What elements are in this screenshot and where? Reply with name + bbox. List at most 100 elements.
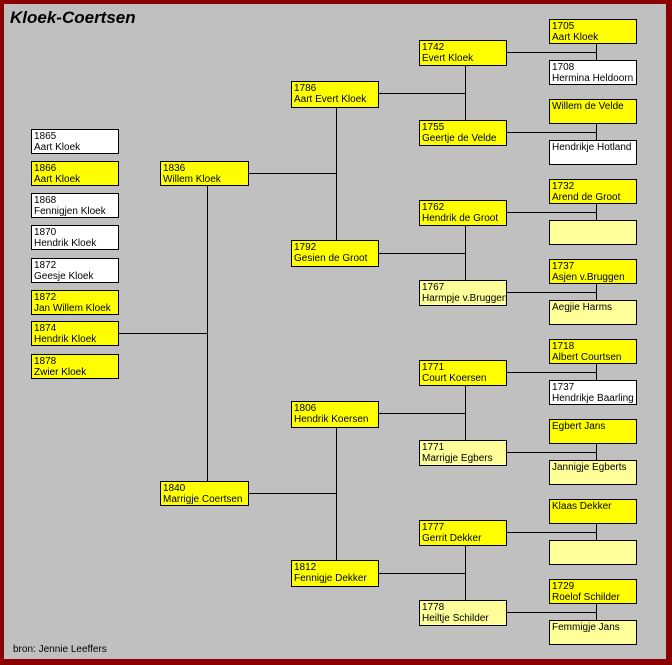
person-name: Hendrik Koersen (294, 414, 369, 425)
person-name: Geertje de Velde (422, 133, 497, 144)
person-year: 1872 (34, 292, 57, 303)
person-year: 1737 (552, 382, 575, 393)
person-year: 1778 (422, 602, 445, 613)
person-name: Jan Willem Kloek (34, 303, 111, 314)
person-name: Heiltje Schilder (422, 613, 489, 624)
person-year: 1729 (552, 581, 575, 592)
person-name: Albert Courtsen (552, 352, 622, 363)
person-name: Zwier Kloek (34, 367, 87, 378)
person-name: Hendrik de Groot (422, 213, 499, 224)
person-year: 1718 (552, 341, 575, 352)
person-name: Fennigjen Kloek (34, 206, 106, 217)
person-name: Willem de Velde (552, 101, 624, 112)
person-year: 1767 (422, 282, 445, 293)
person-year: 1771 (422, 362, 445, 373)
person-year: 1705 (552, 21, 575, 32)
person-name: Marrigje Egbers (422, 453, 493, 464)
person-box-great-great-grandparent[interactable] (549, 220, 637, 245)
person-year: 1874 (34, 323, 57, 334)
person-name: Aart Kloek (552, 32, 599, 43)
person-name: Jannigje Egberts (552, 462, 627, 473)
person-box-great-great-grandparent[interactable]: Willem de Velde (549, 99, 637, 124)
person-year: 1812 (294, 562, 317, 573)
person-year: 1786 (294, 83, 317, 94)
person-year: 1870 (34, 227, 57, 238)
person-year: 1878 (34, 356, 57, 367)
person-name: Asjen v.Bruggen (552, 272, 625, 283)
person-year: 1732 (552, 181, 575, 192)
person-name: Evert Kloek (422, 53, 474, 64)
person-name: Aart Kloek (34, 142, 81, 153)
person-name: Hendrik Kloek (34, 238, 97, 249)
person-year: 1806 (294, 403, 317, 414)
person-box-great-great-grandparent[interactable]: Hendrikje Hotland (549, 140, 637, 165)
person-name: Egbert Jans (552, 421, 606, 432)
person-year: 1872 (34, 260, 57, 271)
person-box-great-great-grandparent[interactable]: Egbert Jans (549, 419, 637, 444)
person-year: 1868 (34, 195, 57, 206)
person-box-great-great-grandparent[interactable]: Jannigje Egberts (549, 460, 637, 485)
person-name: Harmpje v.Bruggen (422, 293, 507, 304)
person-name: Gesien de Groot (294, 253, 368, 264)
person-name: Hendrikje Hotland (552, 142, 632, 153)
person-year: 1792 (294, 242, 317, 253)
person-name: Aart Evert Kloek (294, 94, 367, 105)
person-name: Klaas Dekker (552, 501, 612, 512)
person-name: Hendrikje Baarling (552, 393, 634, 404)
person-name: Arend de Groot (552, 192, 621, 203)
person-year: 1866 (34, 163, 57, 174)
source-credit: bron: Jennie Leeffers (13, 644, 107, 655)
person-year: 1755 (422, 122, 445, 133)
person-year: 1865 (34, 131, 57, 142)
person-year: 1742 (422, 42, 445, 53)
person-year: 1771 (422, 442, 445, 453)
person-box-great-great-grandparent[interactable]: Aegjie Harms (549, 300, 637, 325)
person-year: 1762 (422, 202, 445, 213)
page-title: Kloek-Coertsen (10, 8, 136, 27)
person-year: 1777 (422, 522, 445, 533)
person-year: 1737 (552, 261, 575, 272)
person-box-great-great-grandparent[interactable] (549, 540, 637, 565)
person-name: Hermina Heldoorn (552, 73, 634, 84)
person-name: Aegjie Harms (552, 302, 613, 313)
person-name: Gerrit Dekker (422, 533, 482, 544)
person-name: Court Koersen (422, 373, 487, 384)
person-name: Roelof Schilder (552, 592, 620, 603)
person-name: Hendrik Kloek (34, 334, 97, 345)
person-name: Femmigje Jans (552, 622, 620, 633)
person-box-great-great-grandparent[interactable]: Femmigje Jans (549, 620, 637, 645)
person-name: Marrigje Coertsen (163, 494, 243, 505)
person-name: Fennigje Dekker (294, 573, 367, 584)
person-box-great-great-grandparent[interactable]: Klaas Dekker (549, 499, 637, 524)
